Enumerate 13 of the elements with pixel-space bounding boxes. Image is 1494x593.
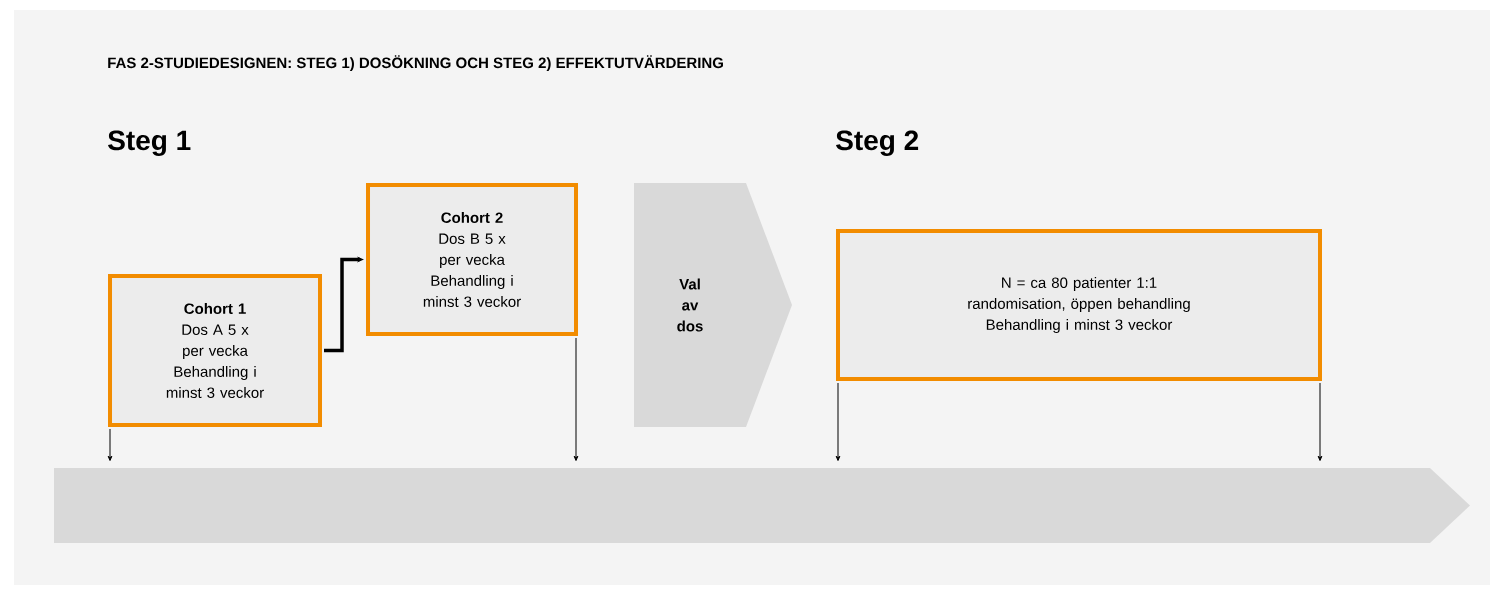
arrow bbox=[324, 256, 364, 353]
arrow bbox=[573, 337, 579, 461]
arrow bbox=[107, 428, 113, 461]
stage-heading: Steg 2 bbox=[836, 130, 919, 156]
study-box: N = ca 80 patienter 1:1 randomisation, öppen behandling Behandling i minst 3 veckor bbox=[836, 229, 1322, 381]
cohort-box: Cohort 2 Dos B 5 x per vecka Behandling i minst 3 veckor bbox=[366, 183, 578, 336]
cohort-box: Cohort 1 Dos A 5 x per vecka Behandling i minst 3 veckor bbox=[108, 274, 322, 427]
chevron-arrow bbox=[634, 183, 792, 427]
arrow bbox=[1317, 382, 1323, 461]
heading: FAS 2-STUDIEDESIGNEN: STEG 1) DOSÖKNING OCH STEG 2) EFFEKTUTVÄRDERING bbox=[108, 55, 723, 72]
stage-heading: Steg 1 bbox=[108, 130, 191, 156]
edge-label: Val av dos bbox=[674, 277, 706, 333]
arrow bbox=[835, 382, 841, 461]
